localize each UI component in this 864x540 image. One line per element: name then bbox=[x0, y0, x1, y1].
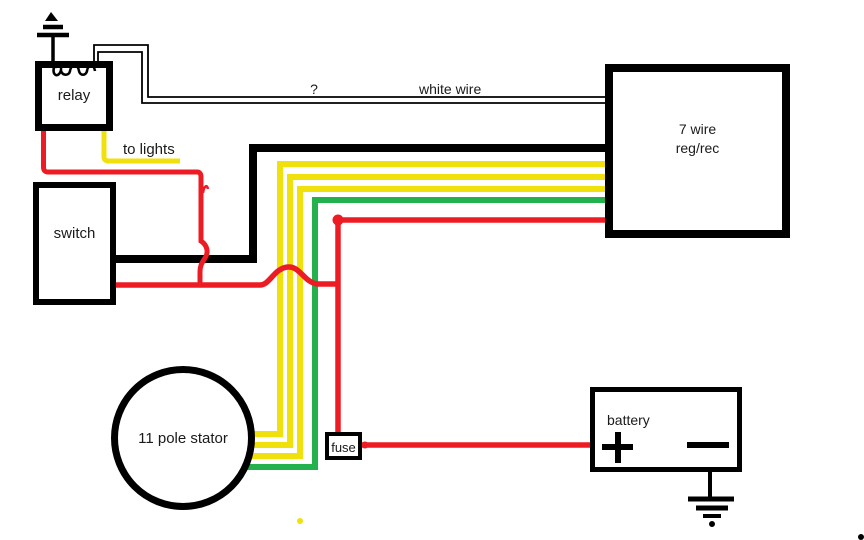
battery-label: battery bbox=[607, 412, 650, 428]
red-stray-tick bbox=[201, 184, 210, 194]
fuse-box bbox=[325, 432, 362, 460]
fuse-label: fuse bbox=[331, 440, 356, 455]
switch-box bbox=[33, 182, 116, 305]
to-lights-wire bbox=[101, 130, 180, 164]
regrec-box bbox=[605, 64, 790, 238]
stray-yellow-dot bbox=[297, 518, 303, 524]
yellow-wire-3 bbox=[244, 186, 606, 459]
battery-ground-icon bbox=[688, 471, 734, 527]
corner-black-dot bbox=[858, 534, 864, 540]
relay-ground-icon bbox=[37, 12, 69, 62]
regrec-label-line1: 7 wire bbox=[678, 121, 717, 137]
yellow-wire-1 bbox=[248, 161, 606, 437]
symbol-layer bbox=[37, 12, 864, 540]
red-junction-dot bbox=[332, 214, 344, 226]
regrec-label: 7 wire reg/rec bbox=[605, 120, 790, 158]
white-wire-outline-top bbox=[93, 44, 606, 98]
black-wire-switch-to-regrec bbox=[112, 144, 606, 263]
stator-label: 11 pole stator bbox=[138, 430, 228, 447]
to-lights-label: to lights bbox=[123, 141, 175, 158]
switch-label: switch bbox=[53, 225, 96, 242]
red-wire-relay-to-switch-line bbox=[41, 128, 210, 287]
relay-coil-squiggle bbox=[52, 61, 97, 77]
white-wire-outline-bottom bbox=[97, 51, 606, 104]
white-wire-label: white wire bbox=[419, 81, 482, 97]
red-wire-switch-with-hump bbox=[112, 264, 340, 288]
battery-box bbox=[590, 387, 742, 472]
red-wire-fuse-end-blob bbox=[361, 441, 369, 449]
relay-label: relay bbox=[57, 87, 91, 104]
yellow-wire-2 bbox=[246, 174, 606, 448]
stator-circle bbox=[111, 366, 255, 510]
green-wire bbox=[241, 197, 606, 470]
question-mark-label: ? bbox=[310, 81, 318, 97]
red-wire-regrec-to-fuse bbox=[335, 217, 606, 434]
wire-layer bbox=[41, 44, 606, 470]
battery-minus-terminal bbox=[687, 442, 729, 448]
battery-plus-terminal bbox=[602, 432, 633, 463]
regrec-label-line2: reg/rec bbox=[675, 140, 720, 156]
